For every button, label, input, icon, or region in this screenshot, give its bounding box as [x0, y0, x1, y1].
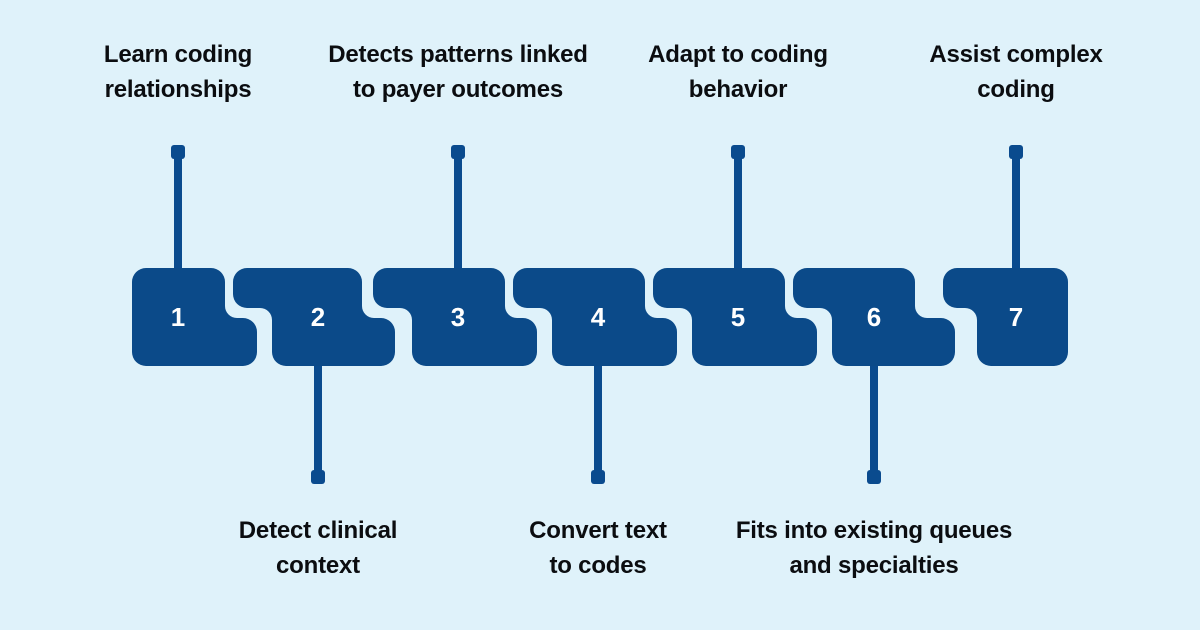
- step-number-4: 4: [590, 302, 606, 332]
- label-line: Learn coding: [103, 41, 253, 68]
- puzzle-piece-4: [513, 268, 677, 366]
- step-label-7: Assist complex coding: [846, 37, 1186, 107]
- step-number-7: 7: [1008, 302, 1024, 332]
- step-number-3: 3: [450, 302, 466, 332]
- step-number-2: 2: [310, 302, 326, 332]
- label-line: Assist complex: [929, 41, 1103, 68]
- step-label-3: Detects patterns linked to payer outcome…: [288, 37, 628, 107]
- connector-cap-icon: [591, 470, 605, 484]
- step-label-5: Adapt to coding behavior: [568, 37, 908, 107]
- puzzle-piece-2: [233, 268, 395, 366]
- step-group-7: [943, 145, 1068, 366]
- label-line: Adapt to coding: [648, 41, 828, 68]
- label-line: to codes: [549, 552, 647, 579]
- connector-cap-icon: [171, 145, 185, 159]
- label-line: context: [276, 552, 360, 579]
- puzzle-piece-1: [132, 268, 257, 366]
- step-label-4: Convert text to codes: [428, 513, 768, 583]
- connector-line: [734, 152, 742, 272]
- label-line: Detects patterns linked: [328, 41, 588, 68]
- label-line: behavior: [688, 76, 788, 103]
- connector-cap-icon: [1009, 145, 1023, 159]
- connector-line: [174, 152, 182, 272]
- puzzle-piece-7: [943, 268, 1068, 366]
- label-line: to payer outcomes: [353, 76, 563, 103]
- connector-line: [870, 362, 878, 474]
- puzzle-piece-5: [653, 268, 817, 366]
- step-group-4: [513, 268, 677, 484]
- step-group-6: [793, 268, 955, 484]
- connector-line: [454, 152, 462, 272]
- step-label-6: Fits into existing queues and specialtie…: [704, 513, 1044, 583]
- puzzle-piece-3: [373, 268, 537, 366]
- step-label-1: Learn coding relationships: [8, 37, 348, 107]
- label-line: coding: [977, 76, 1055, 103]
- connector-cap-icon: [731, 145, 745, 159]
- step-number-6: 6: [866, 302, 882, 332]
- step-group-3: [373, 145, 537, 366]
- step-label-2: Detect clinical context: [148, 513, 488, 583]
- step-group-2: [233, 268, 395, 484]
- connector-line: [594, 362, 602, 474]
- connector-line: [1012, 152, 1020, 272]
- label-line: Detect clinical: [238, 517, 398, 544]
- label-line: and specialties: [789, 552, 959, 579]
- step-number-1: 1: [170, 302, 186, 332]
- step-group-5: [653, 145, 817, 366]
- connector-cap-icon: [451, 145, 465, 159]
- label-line: relationships: [104, 76, 252, 103]
- puzzle-piece-6: [793, 268, 955, 366]
- label-line: Convert text: [529, 517, 667, 544]
- connector-cap-icon: [867, 470, 881, 484]
- label-line: Fits into existing queues: [735, 517, 1013, 544]
- connector-cap-icon: [311, 470, 325, 484]
- connector-line: [314, 362, 322, 474]
- step-group-1: [132, 145, 257, 366]
- step-number-5: 5: [730, 302, 746, 332]
